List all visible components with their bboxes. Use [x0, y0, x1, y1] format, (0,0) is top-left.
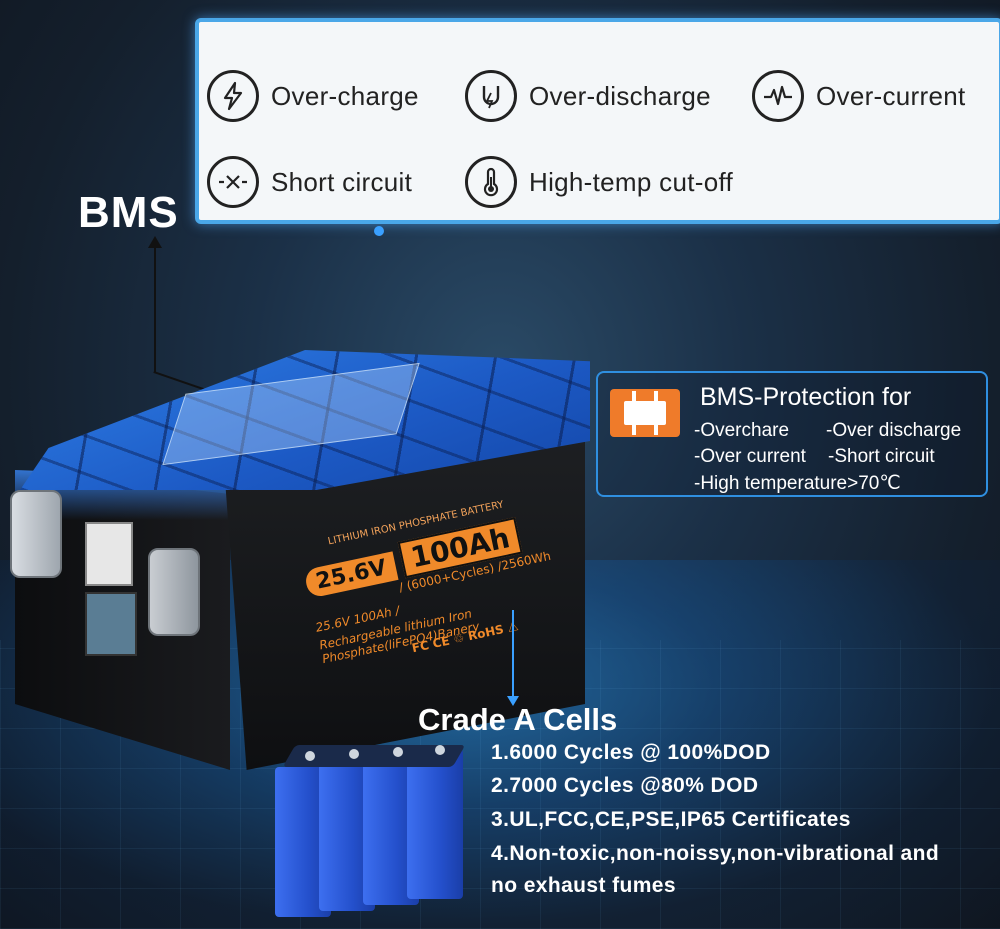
thermometer-icon — [465, 156, 517, 208]
pointer-line — [154, 242, 156, 372]
battery-meter — [85, 592, 137, 656]
feature-short-circuit: Short circuit — [207, 156, 412, 208]
protection-features-panel: Over-charge Over-discharge Over-current … — [195, 18, 1000, 224]
cells-item: 1.6000 Cycles @ 100%DOD — [491, 741, 771, 764]
cells-pointer-arrow-icon — [507, 696, 519, 706]
cell — [407, 749, 463, 899]
cell-post — [435, 745, 445, 755]
pulse-icon — [752, 70, 804, 122]
feature-label: High-temp cut-off — [529, 166, 734, 197]
protection-item: -Short circuit — [828, 446, 935, 467]
feature-label: Over-charge — [271, 80, 419, 111]
battery-terminal-right — [148, 548, 200, 636]
pcb-icon — [610, 389, 680, 437]
bms-protection-box: BMS-Protection for -Overchare -Over disc… — [596, 371, 988, 497]
cells-pointer-line — [512, 610, 514, 700]
protection-item: -Overchare — [694, 420, 790, 441]
protection-item: -Over current — [694, 446, 806, 467]
feature-high-temp: High-temp cut-off — [465, 156, 733, 208]
cells-item: 2.7000 Cycles @80% DOD — [491, 774, 759, 797]
circuit-breaker — [85, 522, 133, 586]
battery-terminal-left — [10, 490, 62, 578]
cell-post — [393, 747, 403, 757]
close-icon — [207, 156, 259, 208]
feature-label: Over-discharge — [529, 80, 711, 111]
battery-voltage: 25.6V — [303, 551, 399, 599]
cell-post — [305, 751, 315, 761]
cells-title: Crade A Cells — [418, 702, 618, 737]
connector-dot — [374, 226, 384, 236]
feature-over-charge: Over-charge — [207, 70, 419, 122]
feature-over-discharge: Over-discharge — [465, 70, 711, 122]
cell-post — [349, 749, 359, 759]
cells-item: 3.UL,FCC,CE,PSE,IP65 Certificates — [491, 808, 851, 831]
magnet-icon — [465, 70, 517, 122]
protection-item: -Over discharge — [826, 420, 962, 441]
cells-item: no exhaust fumes — [491, 874, 676, 897]
cells-item: 4.Non-toxic,non-noissy,non-vibrational a… — [491, 842, 940, 865]
battery-front — [225, 440, 585, 770]
bms-label: BMS — [78, 188, 179, 237]
lightning-icon — [207, 70, 259, 122]
feature-over-current: Over-current — [752, 70, 966, 122]
bms-protection-title: BMS-Protection for — [700, 383, 912, 411]
feature-label: Over-current — [816, 80, 966, 111]
protection-item: -High temperature>70℃ — [694, 473, 901, 494]
feature-label: Short circuit — [271, 166, 413, 197]
cells-illustration — [275, 745, 466, 920]
